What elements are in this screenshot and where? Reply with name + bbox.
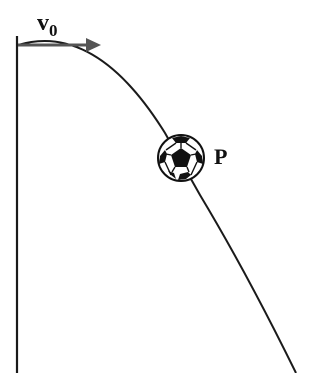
velocity-arrow-icon: [18, 38, 101, 52]
velocity-label-main: v: [37, 10, 49, 36]
soccer-ball-icon: [157, 134, 205, 182]
point-label: P: [214, 144, 227, 169]
velocity-label-subscript: 0: [49, 21, 58, 40]
velocity-label: v0: [37, 10, 58, 40]
trajectory-curve: [17, 40, 297, 373]
